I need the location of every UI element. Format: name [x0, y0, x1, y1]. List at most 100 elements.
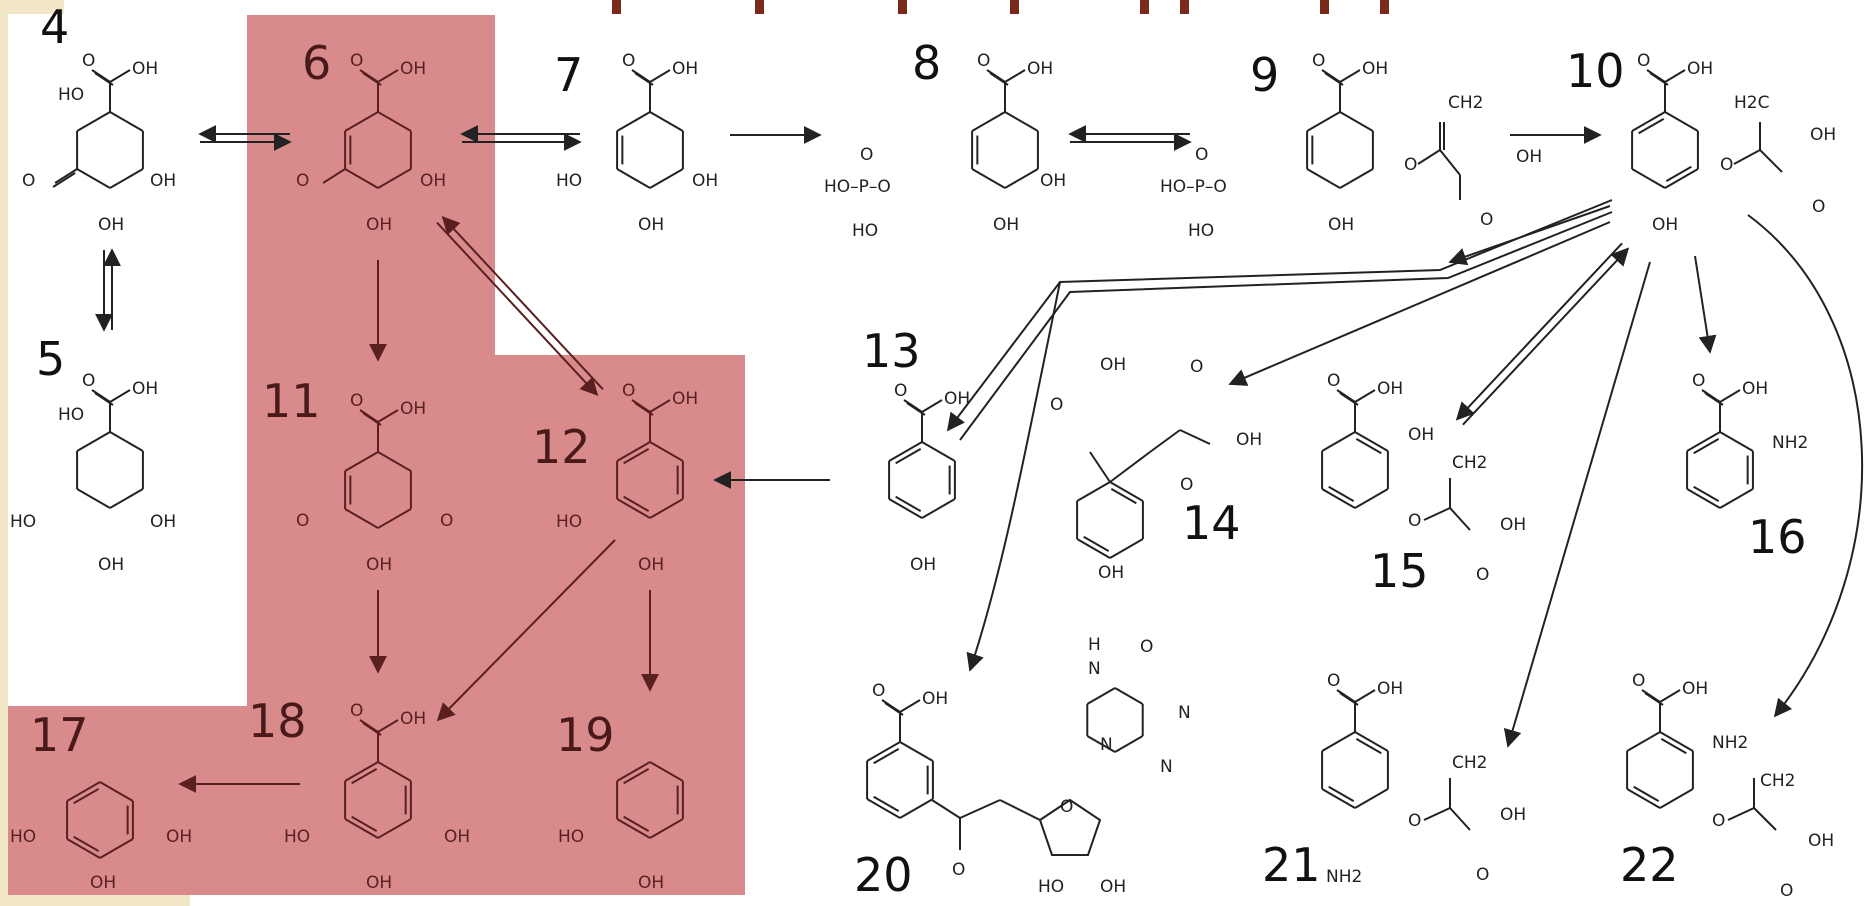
- ring-12: [616, 498, 651, 519]
- phosphate-label: HO–P–O: [1160, 177, 1227, 197]
- ring-double-bond: [1328, 785, 1355, 803]
- ring-8: [971, 168, 1006, 189]
- bond: [1179, 429, 1211, 445]
- compound-label-21: 21: [1262, 838, 1321, 892]
- hydroxyl-label: OH: [1362, 59, 1388, 79]
- ring-16: [1686, 431, 1721, 452]
- ring-6: [344, 168, 379, 189]
- carboxyl-bond: [109, 69, 131, 83]
- hydroxyl-label: OH: [366, 873, 392, 893]
- ring-10: [1664, 111, 1699, 132]
- ring-17: [99, 838, 134, 859]
- hydroxyl-label: OH: [98, 215, 124, 235]
- hydroxyl-label: OH: [638, 215, 664, 235]
- hydroxyl-label: OH: [1040, 171, 1066, 191]
- amine-label: NH2: [1326, 867, 1362, 887]
- hydroxyl-label: OH: [444, 827, 470, 847]
- ring-21: [1321, 731, 1356, 752]
- oxygen-label: O: [952, 860, 965, 880]
- oxygen-label: O: [622, 381, 635, 401]
- oxygen-label: O: [1050, 395, 1063, 415]
- equilibrium-10-15: [1455, 242, 1623, 421]
- ring-16: [1719, 431, 1754, 452]
- ring-double-bond: [623, 447, 650, 465]
- methylene-label: CH2: [1448, 93, 1483, 113]
- carboxyl-bond: [1354, 689, 1376, 703]
- ring-17: [99, 781, 134, 802]
- oxygen-label: O: [872, 681, 885, 701]
- ring-20: [866, 798, 901, 819]
- equilibrium-6-12-reverse: [441, 215, 604, 390]
- hydroxyl-label: HO: [284, 827, 310, 847]
- top-mark: [1010, 0, 1019, 14]
- hydroxyl-label: HO: [1038, 877, 1064, 897]
- oxygen-label: O: [1140, 637, 1153, 657]
- compound-label-10: 10: [1566, 44, 1625, 98]
- ring-13: [921, 498, 956, 519]
- ring-21: [1354, 788, 1389, 809]
- ring-double-bond: [1693, 437, 1720, 455]
- hydroxyl-label: HO: [558, 827, 584, 847]
- hydroxyl-label: OH: [400, 59, 426, 79]
- bond: [1149, 429, 1181, 453]
- ring-double-bond: [623, 767, 650, 785]
- oxygen-label: O: [350, 391, 363, 411]
- compound-label-13: 13: [862, 324, 921, 378]
- hydroxyl-label: OH: [1500, 805, 1526, 825]
- oxygen-label: O: [296, 171, 309, 191]
- hydrogen-label: H: [1088, 635, 1101, 655]
- ring-22: [1659, 731, 1694, 752]
- ring-20: [866, 741, 901, 762]
- ribose-ring: [1038, 798, 1102, 856]
- oxygen-label: O: [1327, 371, 1340, 391]
- highlight-region-lower-left: [8, 706, 248, 895]
- hydroxyl-label: OH: [922, 689, 948, 709]
- compound-label-5: 5: [36, 332, 66, 386]
- ring-20: [899, 741, 934, 762]
- ring-6: [377, 111, 412, 132]
- purine-ring: [1086, 735, 1116, 753]
- carboxyl-bond: [1664, 69, 1686, 83]
- arrow-10-20: [966, 281, 1061, 672]
- ring-20: [899, 798, 934, 819]
- oxygen-label: O: [82, 371, 95, 391]
- hydroxyl-label: OH: [98, 555, 124, 575]
- ring-18: [344, 761, 379, 782]
- carboxyl-bond: [109, 389, 131, 403]
- purine-ring: [1086, 687, 1116, 705]
- ring-21: [1354, 731, 1389, 752]
- hydroxyl-label: OH: [1742, 379, 1768, 399]
- ring-15: [1354, 431, 1389, 452]
- hydroxyl-label: OH: [420, 171, 446, 191]
- ring-18: [377, 761, 412, 782]
- bond: [959, 799, 1001, 819]
- carboxyl-bond: [649, 399, 671, 413]
- ring-13: [888, 498, 923, 519]
- oxygen-label: O: [1180, 475, 1193, 495]
- oxygen-label: O: [1632, 671, 1645, 691]
- carboxyl-bond: [1339, 69, 1361, 83]
- hydroxyl-label: HO: [1188, 221, 1214, 241]
- arrow-10-13-parallel: [959, 211, 1613, 441]
- bond: [1439, 149, 1461, 176]
- oxygen-label: O: [22, 171, 35, 191]
- bond: [931, 799, 961, 819]
- ring-7: [649, 168, 684, 189]
- ring-22: [1626, 788, 1661, 809]
- hydroxyl-label: OH: [90, 873, 116, 893]
- ring-9: [1306, 111, 1341, 132]
- ring-double-bond: [623, 815, 650, 833]
- ring-double-bond: [73, 835, 100, 853]
- ring-12: [616, 441, 651, 462]
- hydroxyl-label: OH: [1808, 831, 1834, 851]
- ring-12: [649, 441, 684, 462]
- hydroxyl-label: OH: [672, 389, 698, 409]
- hydroxyl-label: HO: [10, 827, 36, 847]
- carbonyl-bond: [1644, 692, 1664, 706]
- ring-double-bond: [895, 447, 922, 465]
- oxygen-label: O: [1195, 145, 1208, 165]
- equilibrium-10-15-reverse: [1462, 247, 1630, 426]
- oxygen-label: O: [1404, 155, 1417, 175]
- oxygen-label: O: [1780, 881, 1793, 901]
- ring-16: [1686, 488, 1721, 509]
